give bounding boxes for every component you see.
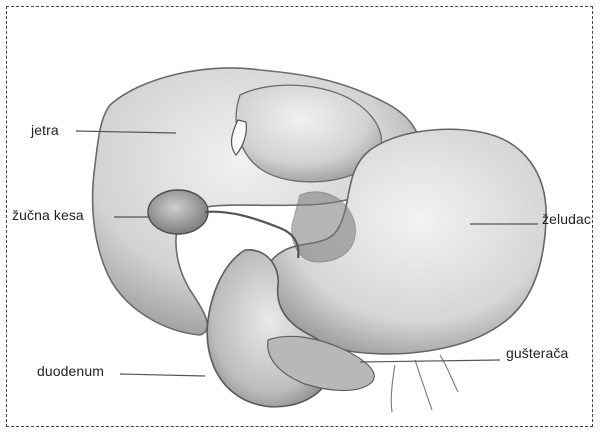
vessel-lines — [391, 355, 458, 412]
pancreas-label: gušterača — [506, 345, 568, 361]
stomach-label: želudac — [542, 211, 591, 227]
gallbladder-label: žučna kesa — [12, 207, 84, 223]
stomach-fold — [292, 192, 356, 262]
gallbladder-shape — [148, 190, 208, 234]
pancreas-leader-line — [360, 360, 500, 362]
liver-label: jetra — [31, 122, 59, 138]
duodenum-label: duodenum — [37, 363, 104, 379]
duodenum-leader-line — [120, 374, 205, 376]
